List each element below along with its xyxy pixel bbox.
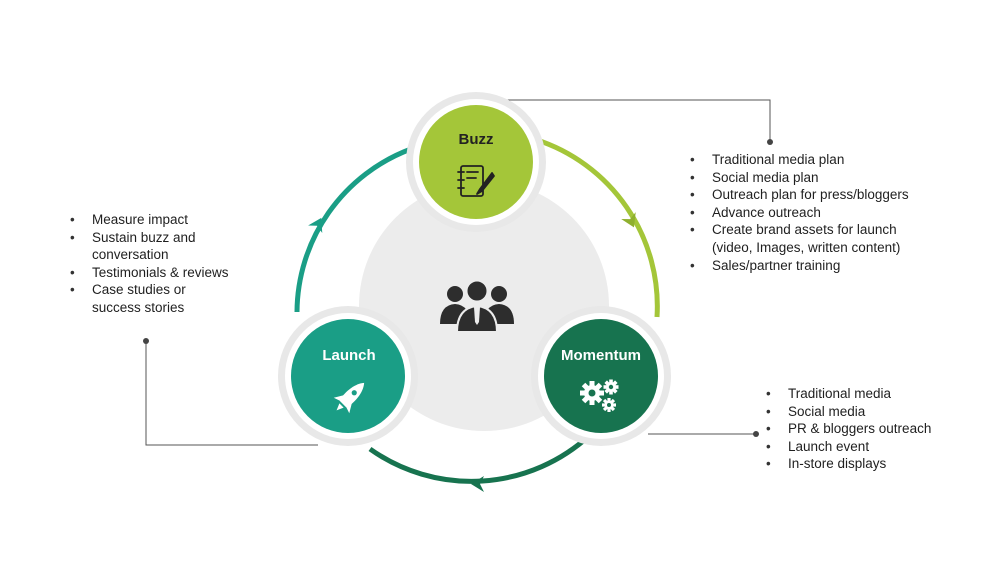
connector-buzz-dot <box>767 139 773 145</box>
list-item: Case studies or success stories <box>70 281 230 316</box>
notepad-pen-icon <box>457 165 495 197</box>
connector-buzz <box>503 99 771 141</box>
launch-circle <box>291 319 405 433</box>
list-item: Measure impact <box>70 211 230 229</box>
list-item: Social media plan <box>690 169 910 187</box>
arrow-launch-to-buzz <box>308 217 323 234</box>
connector-launch-dot <box>143 338 149 344</box>
momentum-list: Traditional media Social media PR & blog… <box>766 385 956 473</box>
gears-icon <box>580 379 619 412</box>
list-item: PR & bloggers outreach <box>766 420 956 438</box>
stage-buzz: Buzz <box>406 92 546 232</box>
list-item: Launch event <box>766 438 956 456</box>
stage-momentum: Momentum <box>531 306 671 446</box>
list-item: Traditional media <box>766 385 956 403</box>
launch-list: Measure impact Sustain buzz and conversa… <box>70 211 230 317</box>
arc-launch-to-buzz <box>294 146 412 313</box>
team-icon <box>440 279 514 333</box>
list-item: Create brand assets for launch (video, I… <box>690 221 910 256</box>
rocket-icon <box>333 382 365 414</box>
list-item: Sales/partner training <box>690 257 910 275</box>
buzz-circle <box>419 105 533 219</box>
list-item: Traditional media plan <box>690 151 910 169</box>
momentum-title: Momentum <box>561 347 641 364</box>
arrow-momentum-to-launch <box>471 476 484 492</box>
buzz-title: Buzz <box>459 131 494 148</box>
stage-launch: Launch <box>278 306 418 446</box>
list-item: Outreach plan for press/bloggers <box>690 186 910 204</box>
momentum-circle <box>544 319 658 433</box>
buzz-list: Traditional media plan Social media plan… <box>690 151 910 274</box>
arrow-buzz-to-momentum <box>621 212 636 228</box>
list-item: Testimonials & reviews <box>70 264 230 282</box>
connector-momentum-dot <box>753 431 759 437</box>
list-item: Advance outreach <box>690 204 910 222</box>
list-item: Social media <box>766 403 956 421</box>
launch-title: Launch <box>322 347 375 364</box>
arc-momentum-to-launch <box>368 433 592 484</box>
connector-launch <box>145 342 318 446</box>
list-item: In-store displays <box>766 455 956 473</box>
arc-buzz-to-momentum <box>534 137 660 318</box>
list-item: Sustain buzz and conversation <box>70 229 230 264</box>
